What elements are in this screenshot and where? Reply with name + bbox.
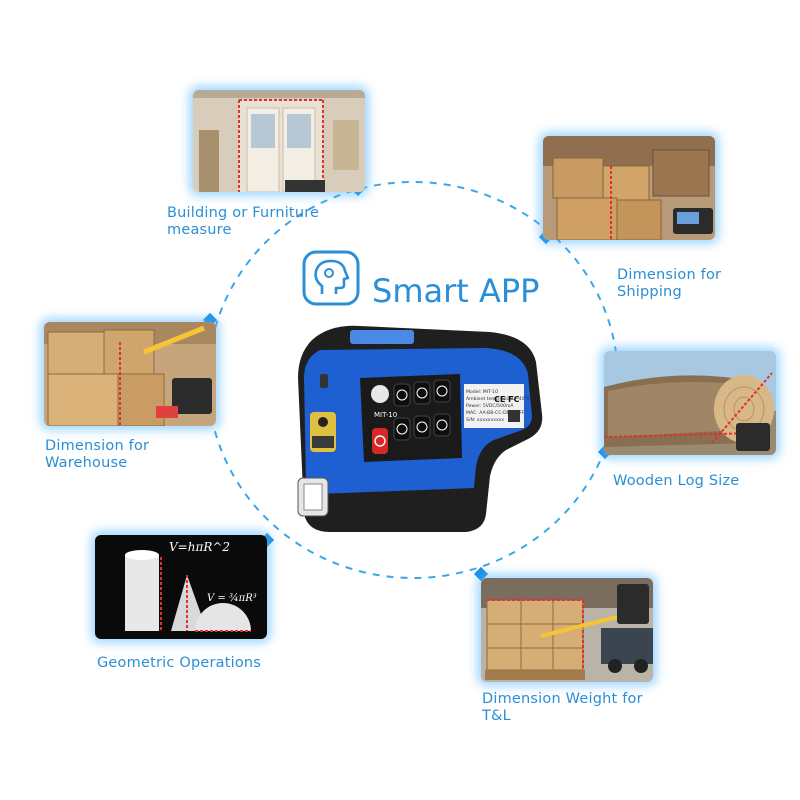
device-label-line: Model: MIT-10 — [466, 389, 498, 395]
cert-marks: CE FC — [494, 395, 520, 404]
head-profile-icon — [302, 250, 360, 306]
shipping-photo — [543, 136, 715, 240]
measuring-device: MIT-10 Model: MIT-10 Amb — [290, 318, 552, 540]
label-warehouse: Dimension for Warehouse — [45, 438, 150, 471]
formula-sphere: V = ¾πR³ — [207, 593, 257, 604]
building-photo — [193, 90, 365, 192]
label-building: Building or Furniture measure — [167, 205, 320, 238]
geometry-photo: V=hπR^2 V = ¾πR³ — [95, 535, 267, 639]
formula-cylinder: V=hπR^2 — [169, 540, 230, 554]
label-log: Wooden Log Size — [613, 473, 740, 489]
device-model: MIT-10 — [374, 411, 397, 419]
device-label-line: S/N: xxxxxxxxxx — [466, 417, 504, 423]
warehouse-photo — [44, 322, 216, 426]
device-label-line: MAC: AA-BB-CC-DD-EE-FF — [466, 410, 525, 416]
pallet-photo — [481, 578, 653, 682]
label-geometry: Geometric Operations — [97, 655, 262, 671]
app-title: Smart APP — [372, 272, 540, 310]
log-photo — [604, 351, 776, 455]
label-pallet: Dimension Weight for T&L — [482, 691, 643, 724]
label-shipping: Dimension for Shipping — [617, 267, 722, 300]
device-keypad — [393, 379, 451, 441]
device-label-line: Ambient temp.:-10°C~40°C — [466, 396, 530, 402]
power-button — [372, 428, 388, 454]
device-label-line: Power: 5VDC/500mA — [466, 403, 514, 409]
